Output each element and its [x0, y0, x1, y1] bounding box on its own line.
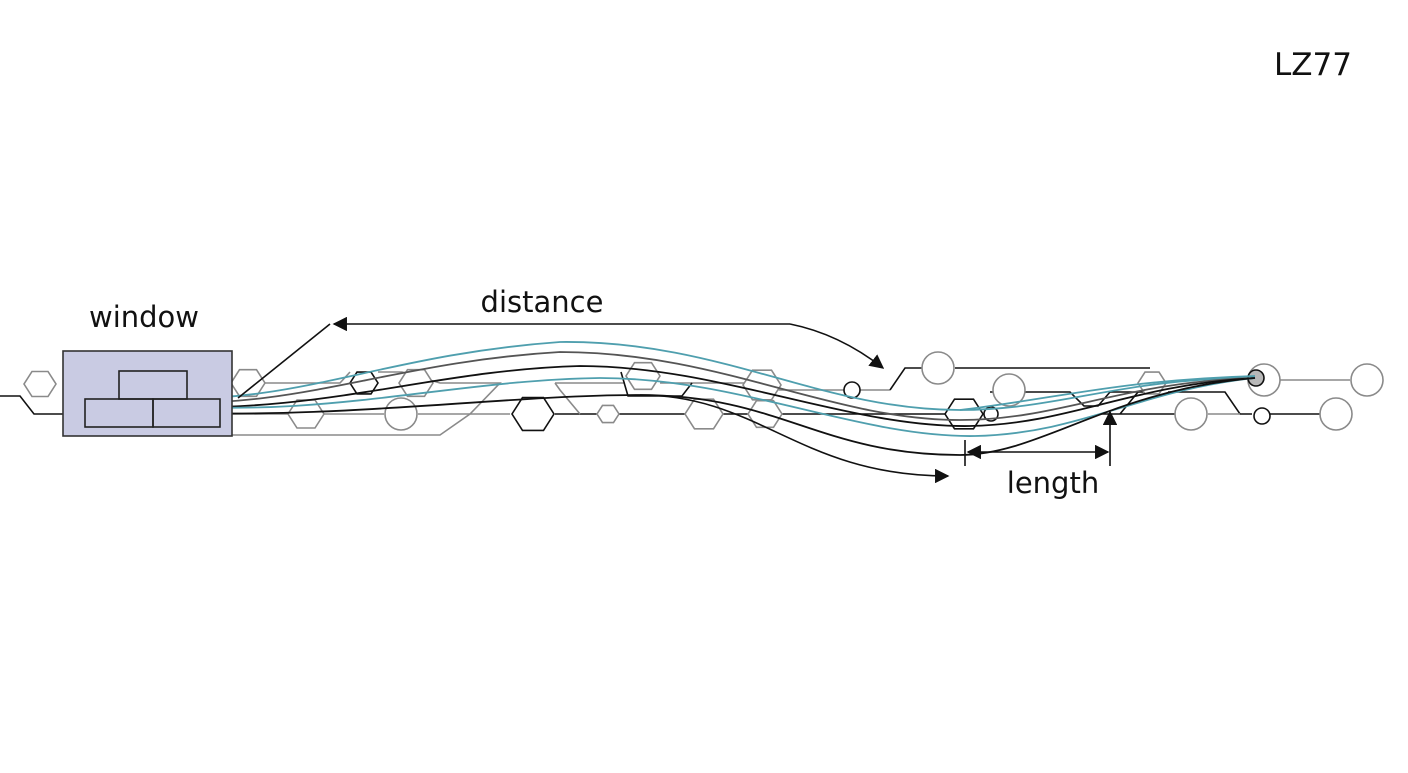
trace-line	[0, 395, 63, 415]
length-label: length	[1007, 466, 1099, 500]
circle-node	[384, 397, 418, 431]
hexagon-node	[625, 361, 661, 391]
circle-node	[992, 373, 1026, 407]
circle-node	[1253, 407, 1271, 425]
circle-nodes	[384, 351, 1384, 431]
grey-wave	[154, 351, 1256, 421]
hexagon-node	[23, 370, 57, 398]
hexagon-node	[230, 368, 266, 398]
match-arrow-curve	[639, 394, 950, 484]
trace-line	[554, 382, 581, 415]
distance-arrow	[237, 316, 885, 399]
circle-node	[1319, 397, 1353, 431]
length-dimension	[964, 410, 1118, 466]
hexagon-node	[742, 369, 782, 401]
window-label: window	[89, 300, 199, 334]
distance-label: distance	[481, 285, 604, 319]
black-wave-lower	[154, 377, 1256, 456]
teal-flat-line	[959, 375, 1256, 411]
distance-leader-left	[237, 323, 331, 399]
hexagon-node	[596, 404, 620, 424]
distance-arrow-curve	[789, 323, 885, 369]
window-inner-right	[152, 398, 221, 428]
black-wave-upper	[154, 365, 1256, 427]
match-arrow	[639, 394, 950, 484]
trace-line	[232, 371, 502, 436]
hexagon-node	[944, 398, 984, 430]
circle-node	[1350, 363, 1384, 397]
hexagon-node	[511, 396, 555, 432]
title-label: LZ77	[1274, 47, 1352, 83]
window-box	[62, 350, 233, 437]
circle-node	[983, 406, 999, 422]
circle-node	[921, 351, 955, 385]
window-block	[62, 350, 233, 437]
teal-wave-upper	[154, 341, 1256, 411]
circle-node	[1174, 397, 1208, 431]
wave-lines	[154, 341, 1256, 456]
